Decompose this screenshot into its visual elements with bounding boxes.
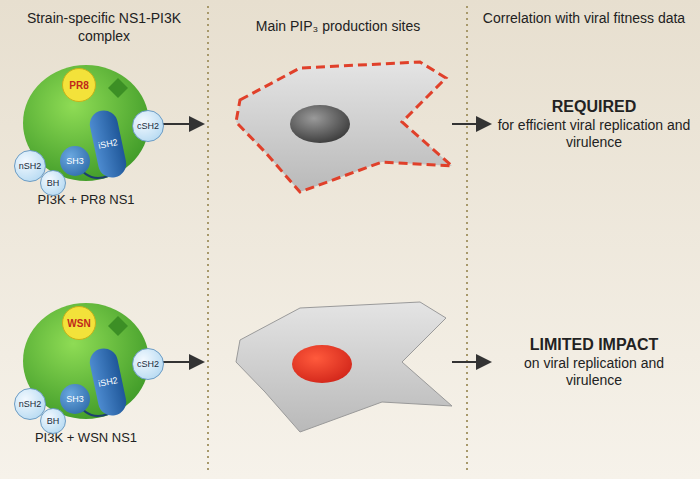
domain-label: BH	[47, 178, 60, 188]
shape-part	[108, 78, 128, 98]
pi3k-domain: SH3	[60, 384, 90, 414]
domain-label: PR8	[69, 80, 88, 91]
arrow	[452, 123, 490, 125]
pi3k-domain: cSH2	[132, 348, 164, 380]
shape-part	[236, 62, 452, 192]
pi3k-complex: PI3K + PR8 NS1PR8cSH2nSH2BHSH3iSH2	[22, 64, 150, 182]
arrow	[160, 361, 203, 363]
arrow	[452, 361, 490, 363]
domain-label: iSH2	[97, 375, 118, 389]
column-header: Main PIP₃ production sites	[214, 18, 462, 36]
pi3k-domain: SH3	[60, 146, 90, 176]
pi3k-domain: BH	[40, 408, 66, 434]
domain-label: nSH2	[19, 399, 42, 409]
cell-wsn	[236, 302, 452, 432]
domain-label: iSH2	[97, 137, 118, 151]
domain-label: cSH2	[137, 121, 159, 131]
pi3k-domain: cSH2	[132, 110, 164, 142]
column-header: Correlation with viral fitness data	[472, 10, 696, 28]
shape-part	[292, 345, 352, 383]
complex-label: PI3K + WSN NS1	[2, 430, 170, 445]
result-text: for efficient viral replication and viru…	[496, 117, 692, 152]
domain-label: nSH2	[19, 161, 42, 171]
cell-pr8	[236, 62, 452, 192]
divider	[207, 6, 209, 474]
arrow	[160, 123, 203, 125]
fitness-result: REQUIREDfor efficient viral replication …	[496, 97, 692, 152]
shape-part	[290, 105, 350, 143]
domain-label: BH	[47, 416, 60, 426]
ns1-protein: WSN	[62, 306, 96, 340]
column-header: Strain-specific NS1-PI3K complex	[6, 10, 202, 45]
result-heading: LIMITED IMPACT	[496, 335, 692, 355]
pi3k-domain: BH	[40, 170, 66, 196]
shape-part	[108, 316, 128, 336]
domain-label: WSN	[67, 318, 90, 329]
shape-part	[236, 302, 452, 432]
complex-label: PI3K + PR8 NS1	[2, 192, 170, 207]
pi3k-complex: PI3K + WSN NS1WSNcSH2nSH2BHSH3iSH2	[22, 302, 150, 420]
divider	[466, 6, 468, 474]
domain-label: cSH2	[137, 359, 159, 369]
result-text: on viral replication and virulence	[496, 355, 692, 390]
domain-label: SH3	[66, 394, 84, 404]
domain-label: SH3	[66, 156, 84, 166]
fitness-result: LIMITED IMPACTon viral replication and v…	[496, 335, 692, 390]
result-heading: REQUIRED	[496, 97, 692, 117]
ns1-protein: PR8	[62, 68, 96, 102]
